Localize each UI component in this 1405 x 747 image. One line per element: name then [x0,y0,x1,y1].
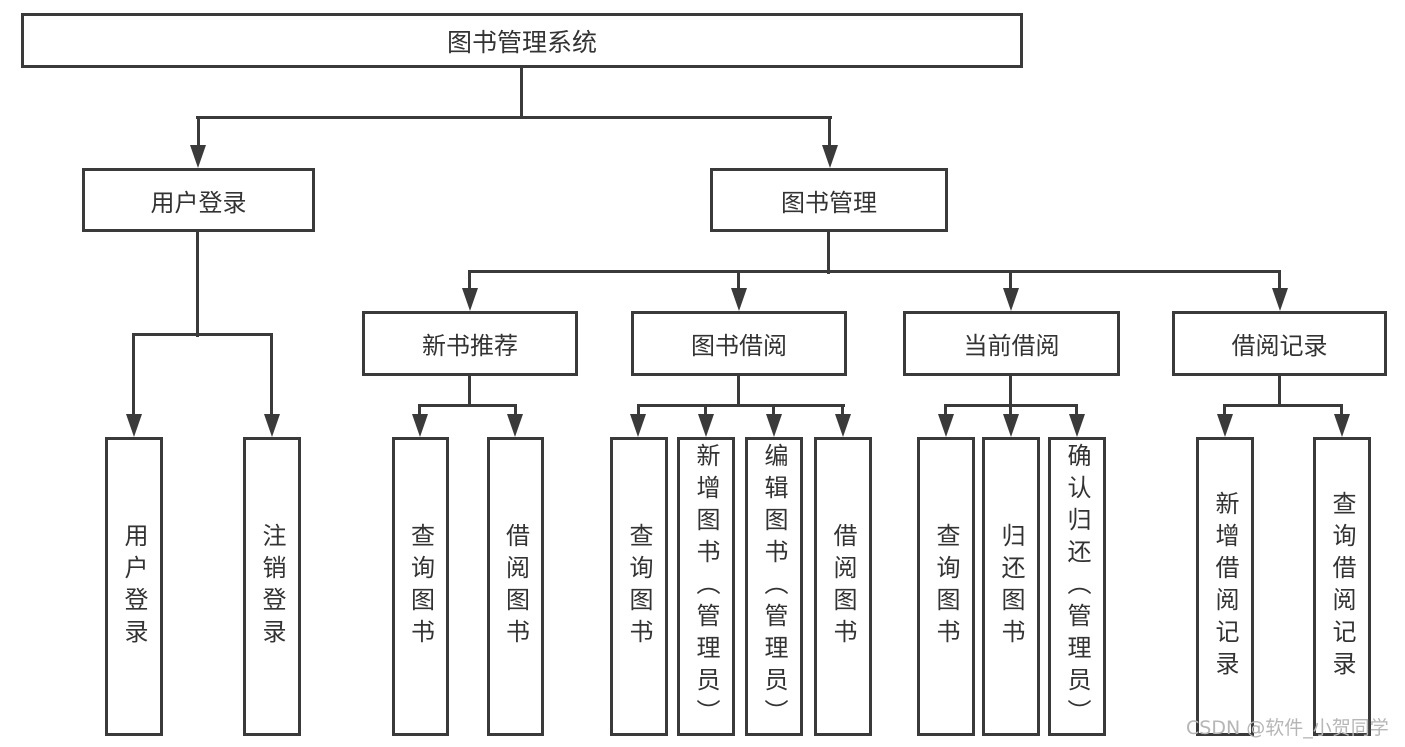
arrow-to-borrow-records [1272,288,1288,311]
node-root-label: 图书管理系统 [446,27,597,57]
leaf-rec-query-book-label: 查询图书 [406,522,435,651]
arrow-to-leaf-bor-edit [766,414,782,437]
connector-leaf-his-add-stem [1223,404,1226,418]
leaf-user-login: 用户登录 [105,437,163,736]
connector-leaf-bor-borrow-stem [841,404,844,418]
leaf-bor-borrow-book-label: 借阅图书 [829,522,857,651]
csdn-watermark: CSDN @软件_小贺同学 [1186,717,1389,739]
connector-leaf-rec-query-stem [418,404,421,418]
connector-leaf-bor-query-stem [637,404,640,418]
connector-book-borrow-leaves-span [637,404,845,407]
arrow-to-current-borrow [1003,288,1019,311]
leaf-cur-query-book: 查询图书 [917,437,975,736]
connector-user-login-stem [197,117,200,150]
node-current-borrow-label: 当前借阅 [963,332,1060,360]
connector-leaf-user-login-stem [132,333,135,417]
node-new-book-rec-label: 新书推荐 [422,332,518,360]
arrow-to-leaf-cur-return [1003,414,1019,437]
connector-book-borrow-stem [737,270,740,292]
leaf-logout-label: 注销登录 [258,522,286,651]
leaf-rec-borrow-book: 借阅图书 [487,437,544,736]
node-user-login-label: 用户登录 [150,188,247,217]
leaf-cur-return-book: 归还图书 [982,437,1040,736]
node-root: 图书管理系统 [21,13,1023,68]
connector-root-drop [520,68,523,118]
connector-leaf-rec-borrow-stem [514,404,517,418]
arrow-to-book-mgmt [822,145,838,168]
leaf-cur-confirm-return: 确认归还（管理员） [1048,437,1106,736]
leaf-cur-confirm-return-label: 确认归还（管理员） [1063,442,1091,731]
node-book-mgmt: 图书管理 [710,168,948,232]
leaf-bor-borrow-book: 借阅图书 [814,437,872,736]
leaf-bor-edit-book: 编辑图书（管理员） [745,437,803,736]
arrow-to-leaf-rec-borrow [507,414,523,437]
arrow-to-book-borrow [731,288,747,311]
connector-book-mgmt-stem [828,117,831,150]
arrow-to-user-login [190,145,206,168]
arrow-to-leaf-cur-confirm [1069,414,1085,437]
connector-l3-span [468,270,1281,273]
node-book-mgmt-label: 图书管理 [781,188,877,217]
leaf-his-query-record-label: 查询借阅记录 [1328,490,1356,683]
arrow-to-leaf-cur-query [938,414,954,437]
leaf-bor-add-book: 新增图书（管理员） [677,437,735,736]
arrow-to-leaf-bor-add [698,414,714,437]
arrow-to-new-book-rec [462,288,478,311]
arrow-to-leaf-user-login [126,414,142,437]
connector-leaf-cur-query-stem [944,404,947,418]
connector-new-book-rec-drop [468,376,471,407]
connector-book-borrow-drop [737,376,740,407]
connector-leaf-bor-add-stem [704,404,707,418]
node-book-borrow: 图书借阅 [631,311,847,376]
leaf-logout: 注销登录 [243,437,301,736]
connector-borrow-records-stem [1278,270,1281,292]
leaf-bor-add-book-label: 新增图书（管理员） [692,442,720,731]
leaf-his-add-record: 新增借阅记录 [1196,437,1254,736]
connector-borrow-records-leaves-span [1223,404,1343,407]
arrow-to-leaf-bor-query [630,414,646,437]
connector-user-login-leaves-span [132,333,273,336]
connector-leaf-bor-edit-stem [772,404,775,418]
node-current-borrow: 当前借阅 [903,311,1120,376]
leaf-his-query-record: 查询借阅记录 [1313,437,1371,736]
connector-leaf-his-query-stem [1340,404,1343,418]
connector-new-book-rec-leaves-span [418,404,517,407]
node-book-borrow-label: 图书借阅 [691,332,787,360]
leaf-bor-query-book-label: 查询图书 [625,522,653,651]
leaf-cur-return-book-label: 归还图书 [997,522,1025,651]
connector-l2-span [196,116,832,119]
connector-leaf-cur-return-stem [1009,404,1012,418]
arrow-to-leaf-bor-borrow [835,414,851,437]
node-borrow-records-label: 借阅记录 [1231,332,1328,360]
connector-current-borrow-stem [1009,270,1012,292]
leaf-cur-query-book-label: 查询图书 [932,522,960,651]
leaf-rec-borrow-book-label: 借阅图书 [501,522,530,651]
leaf-bor-edit-book-label: 编辑图书（管理员） [760,442,788,731]
arrow-to-leaf-his-query [1334,414,1350,437]
leaf-user-login-label: 用户登录 [120,522,148,651]
connector-current-borrow-drop [1009,376,1012,407]
node-user-login: 用户登录 [82,168,315,232]
connector-user-login-drop [196,232,199,337]
node-new-book-rec: 新书推荐 [362,311,578,376]
connector-borrow-records-drop [1278,376,1281,407]
connector-leaf-logout-stem [270,333,273,417]
arrow-to-leaf-logout [264,414,280,437]
leaf-his-add-record-label: 新增借阅记录 [1211,490,1239,683]
arrow-to-leaf-his-add [1217,414,1233,437]
connector-book-mgmt-drop [827,232,830,274]
leaf-rec-query-book: 查询图书 [392,437,449,736]
node-borrow-records: 借阅记录 [1172,311,1387,376]
connector-new-book-rec-stem [468,270,471,292]
arrow-to-leaf-rec-query [412,414,428,437]
connector-leaf-cur-confirm-stem [1075,404,1078,418]
leaf-bor-query-book: 查询图书 [610,437,668,736]
